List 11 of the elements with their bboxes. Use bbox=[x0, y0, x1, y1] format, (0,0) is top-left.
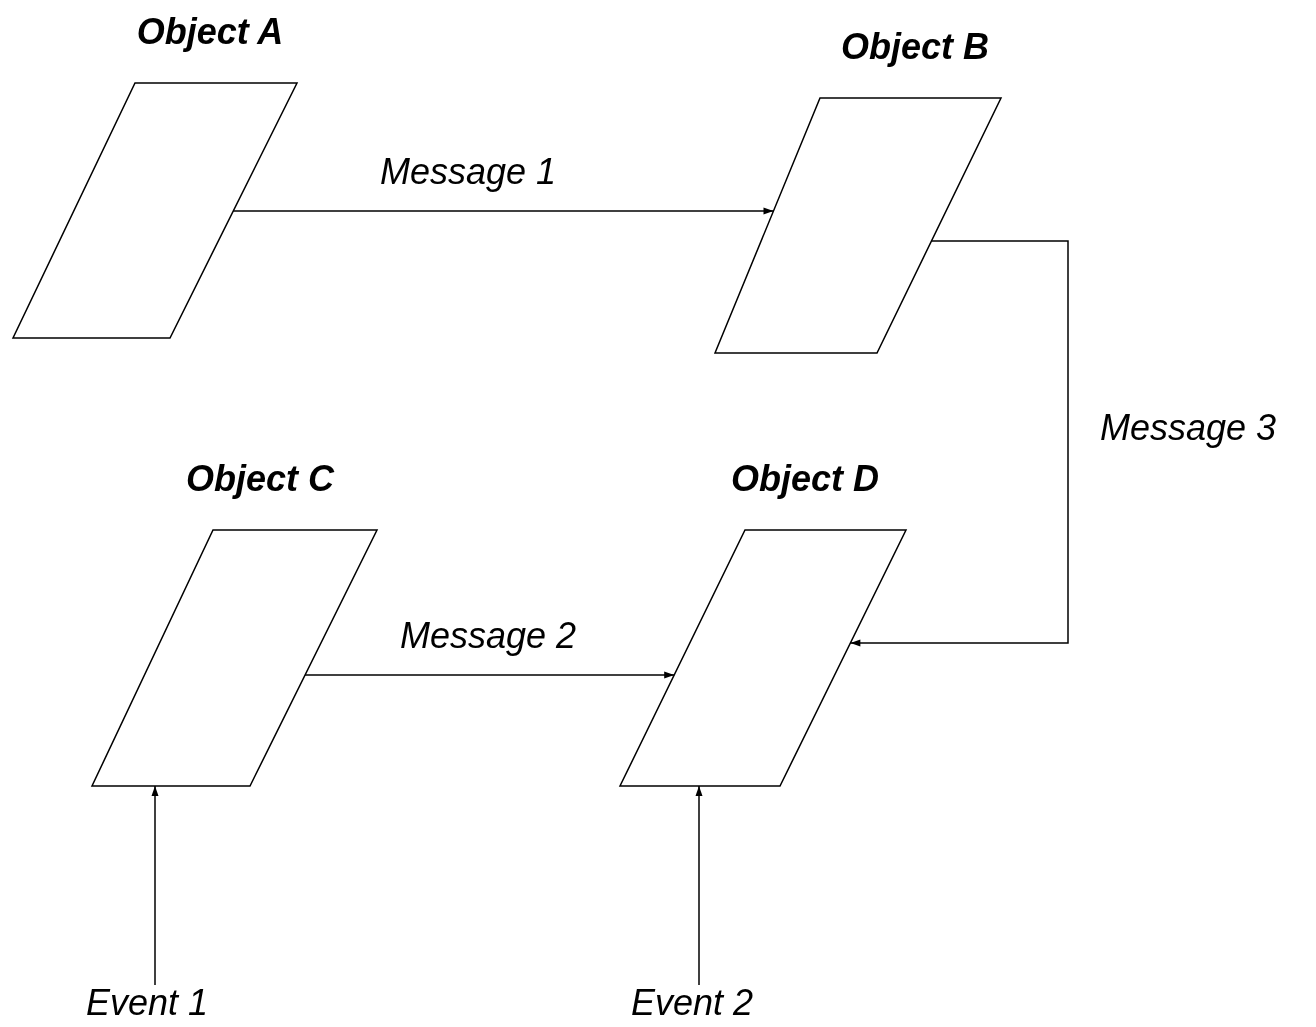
object-title: Object D bbox=[731, 461, 879, 497]
event-label: Event 2 bbox=[630, 985, 754, 1021]
arrow bbox=[695, 785, 703, 986]
arrow bbox=[151, 785, 159, 986]
arrow bbox=[304, 671, 675, 679]
object-title: Object B bbox=[841, 29, 989, 65]
object-title: Object A bbox=[136, 14, 284, 50]
arrow bbox=[849, 240, 1069, 647]
arrow bbox=[232, 207, 775, 215]
event-label: Event 1 bbox=[85, 985, 209, 1021]
object-title: Object C bbox=[186, 461, 334, 497]
